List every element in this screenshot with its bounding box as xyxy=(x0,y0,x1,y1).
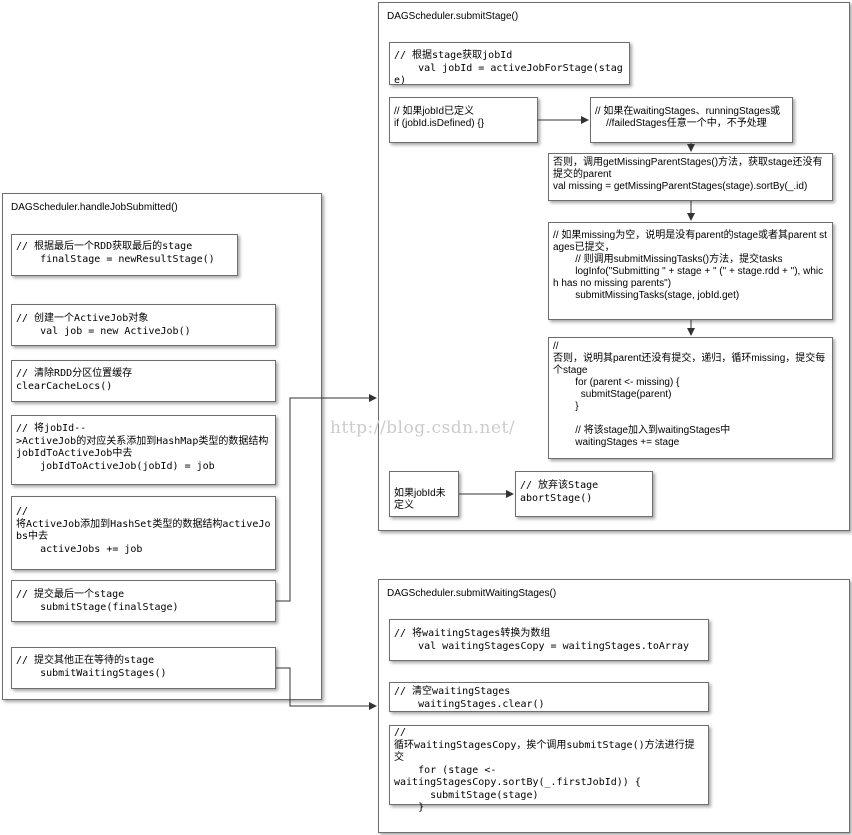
get-job-id-box: // 根据stage获取jobId val jobId = activeJobF… xyxy=(389,42,630,86)
submit-waiting-stages-call-box: // 提交其他正在等待的stage submitWaitingStages() xyxy=(11,647,276,689)
submit-missing-tasks-box: // 如果missing为空，说明是没有parent的stage或者其paren… xyxy=(548,222,833,320)
job-id-to-active-job-box: // 将jobId-- >ActiveJob的对应关系添加到HashMap类型的… xyxy=(11,415,276,485)
arrow-submit-waiting-stages xyxy=(276,667,377,710)
clear-waiting-stages-box: // 清空waitingStages waitingStages.clear() xyxy=(389,682,709,712)
clear-cache-locs-box: // 清除RDD分区位置缓存 clearCacheLocs() xyxy=(11,360,276,402)
skip-existing-stages-box: // 如果在waitingStages、runningStages或 //fai… xyxy=(590,97,793,143)
abort-stage-box: // 放弃该Stage abortStage() xyxy=(515,471,653,517)
submit-stage-title: DAGScheduler.submitStage() xyxy=(387,11,519,22)
loop-submit-stages-box: // 循环waitingStagesCopy，挨个调用submitStage()… xyxy=(389,725,709,813)
arrow-submit-final-stage xyxy=(276,394,377,602)
job-id-undefined-box: 如果jobId未定义 xyxy=(389,471,459,517)
final-stage-box: // 根据最后一个RDD获取最后的stage finalStage = newR… xyxy=(11,234,238,276)
create-active-job-box: // 创建一个ActiveJob对象 val job = new ActiveJ… xyxy=(11,304,276,346)
get-missing-parents-box: 否则，调用getMissingParentStages()方法，获取stage还… xyxy=(548,153,833,201)
recursive-submit-parents-box: // 否则，说明其parent还没有提交，递归，循环missing，提交每个st… xyxy=(548,337,833,459)
submit-waiting-stages-title: DAGScheduler.submitWaitingStages() xyxy=(387,588,557,599)
active-jobs-box: // 将ActiveJob添加到HashSet类型的数据结构activeJobs… xyxy=(11,496,276,570)
job-id-defined-box: // 如果jobId已定义 if (jobId.isDefined) {} xyxy=(389,97,538,143)
handle-job-submitted-title: DAGScheduler.handleJobSubmitted() xyxy=(11,202,178,213)
waiting-stages-to-array-box: // 将waitingStages转换为数组 val waitingStages… xyxy=(389,619,709,661)
submit-final-stage-box: // 提交最后一个stage submitStage(finalStage) xyxy=(11,580,276,622)
watermark: http://blog.csdn.net/ xyxy=(330,418,516,438)
